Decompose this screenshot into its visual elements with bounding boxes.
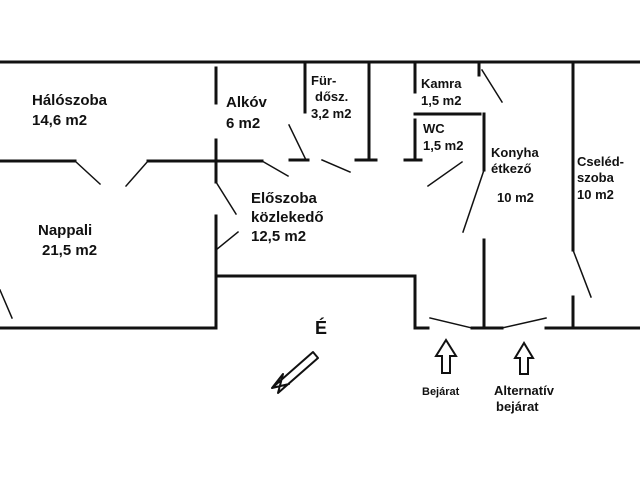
wc-door-leaf xyxy=(321,159,351,173)
kitchen-door-leaf-top xyxy=(426,160,464,188)
bathroom-door-leaf xyxy=(287,123,308,162)
bedroom-door-leaf-right xyxy=(124,159,150,188)
living-room-area: 21,5 m2 xyxy=(42,242,98,259)
alcove-door-leaf-bottom xyxy=(214,230,240,252)
alt-entrance-label-line-2: bejárat xyxy=(496,399,539,414)
kitchen-name-line-2: étkező xyxy=(491,161,532,176)
hall-name-line-2: közlekedő xyxy=(251,209,324,226)
pantry-name: Kamra xyxy=(421,76,462,91)
compass-arrow-icon xyxy=(271,351,319,394)
pantry-door-leaf xyxy=(480,68,504,104)
main-entrance-arrow-icon xyxy=(434,338,458,374)
bedroom-name: Hálószoba xyxy=(32,92,108,109)
maid-room-name-line-1: Cseléd- xyxy=(577,154,624,169)
living-door-leaf-left xyxy=(0,289,13,319)
bathroom-name-line-2: dősz. xyxy=(315,89,349,104)
alcove-area: 6 m2 xyxy=(226,115,261,132)
hall-area: 12,5 m2 xyxy=(251,228,307,245)
main-entrance-label: Bejárat xyxy=(422,386,460,398)
alcove-name: Alkóv xyxy=(226,94,267,111)
walls xyxy=(0,60,640,330)
hall-door-leaf-top xyxy=(260,159,290,178)
north-label: É xyxy=(315,318,328,338)
alt-entrance-door-leaf xyxy=(501,317,547,329)
bedroom-area: 14,6 m2 xyxy=(32,112,88,129)
bedroom-door-leaf-left xyxy=(73,159,102,186)
kitchen-door-leaf-bottom xyxy=(462,169,485,233)
alt-entrance-arrow-icon xyxy=(513,341,535,375)
maid-room-door-leaf xyxy=(572,249,592,298)
hall-name-line-1: Előszoba xyxy=(251,190,317,207)
entrance-door-leaf xyxy=(429,317,473,329)
bathroom-name-line-1: Für- xyxy=(311,73,337,88)
doors xyxy=(0,68,592,329)
maid-room-name-line-2: szoba xyxy=(577,170,614,185)
wc-area: 1,5 m2 xyxy=(423,138,464,153)
alcove-door-leaf-top xyxy=(214,180,238,216)
entrance-arrows xyxy=(434,338,535,375)
living-room-name: Nappali xyxy=(38,222,93,239)
pantry-area: 1,5 m2 xyxy=(421,93,462,108)
bathroom-area: 3,2 m2 xyxy=(311,106,352,121)
alt-entrance-label-line-1: Alternatív xyxy=(494,383,554,398)
maid-room-area: 10 m2 xyxy=(577,187,614,202)
kitchen-area: 10 m2 xyxy=(497,190,534,205)
kitchen-name-line-1: Konyha xyxy=(491,145,539,160)
wc-name: WC xyxy=(423,121,445,136)
